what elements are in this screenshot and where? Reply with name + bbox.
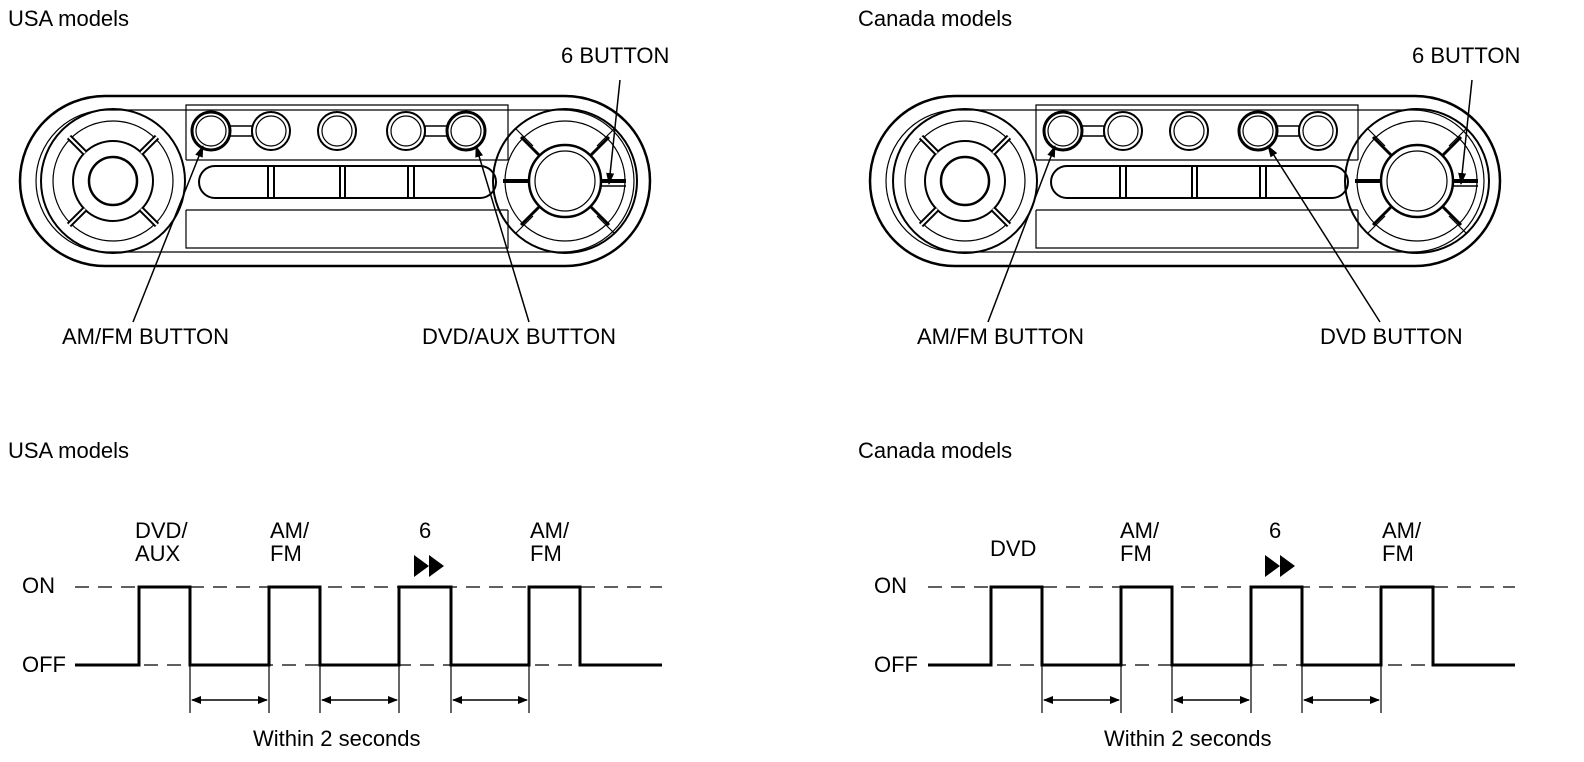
canada-off-label: OFF	[874, 652, 918, 677]
canada-timing-chart	[928, 585, 1515, 713]
canada-on-label: ON	[874, 573, 907, 598]
usa-pulse-label-4: AM/ FM	[530, 518, 570, 566]
canada-pulse-label-4: AM/ FM	[1382, 518, 1422, 566]
canada-panel-title-top: Canada models	[858, 6, 1013, 31]
canada-panel-title-timing: Canada models	[858, 438, 1013, 463]
usa-pulse-label-3: 6	[419, 518, 432, 543]
usa-pulse-waveform	[75, 585, 662, 667]
fast-forward-icon	[1265, 555, 1295, 577]
usa-pulse-label-1: DVD/ AUX	[135, 518, 188, 566]
usa-panel-title-top: USA models	[8, 6, 130, 31]
canada-amfm-button-label: AM/FM BUTTON	[917, 324, 1085, 349]
canada-pulse-label-1: DVD	[990, 536, 1037, 561]
usa-dvdaux-button	[445, 110, 487, 152]
canada-amfm-button	[1042, 110, 1084, 152]
canada-pulse-label-3: 6	[1269, 518, 1282, 543]
canada-pulse-waveform	[928, 585, 1515, 667]
usa-on-label: ON	[22, 573, 55, 598]
usa-amfm-button-label: AM/FM BUTTON	[62, 324, 230, 349]
fast-forward-icon	[414, 555, 444, 577]
usa-pulse-label-2: AM/ FM	[270, 518, 310, 566]
canada-dvd-button	[1237, 110, 1279, 152]
usa-dvdaux-button-label: DVD/AUX BUTTON	[422, 324, 616, 349]
canada-6-button-label: 6 BUTTON	[1412, 43, 1521, 68]
usa-timing-chart	[75, 585, 662, 713]
usa-control-panel	[18, 79, 652, 323]
usa-panel-title-timing: USA models	[8, 438, 130, 463]
canada-within-2-seconds: Within 2 seconds	[1104, 726, 1272, 751]
usa-within-2-seconds: Within 2 seconds	[253, 726, 421, 751]
usa-amfm-button	[190, 110, 232, 152]
canada-control-panel	[868, 79, 1502, 323]
usa-6-button-label: 6 BUTTON	[561, 43, 670, 68]
canada-pulse-label-2: AM/ FM	[1120, 518, 1160, 566]
canada-dvd-button-label: DVD BUTTON	[1320, 324, 1463, 349]
canada-left-dial	[892, 108, 1038, 254]
canada-right-dial	[1344, 108, 1490, 254]
usa-right-dial	[492, 108, 638, 254]
usa-left-dial	[40, 108, 186, 254]
usa-off-label: OFF	[22, 652, 66, 677]
